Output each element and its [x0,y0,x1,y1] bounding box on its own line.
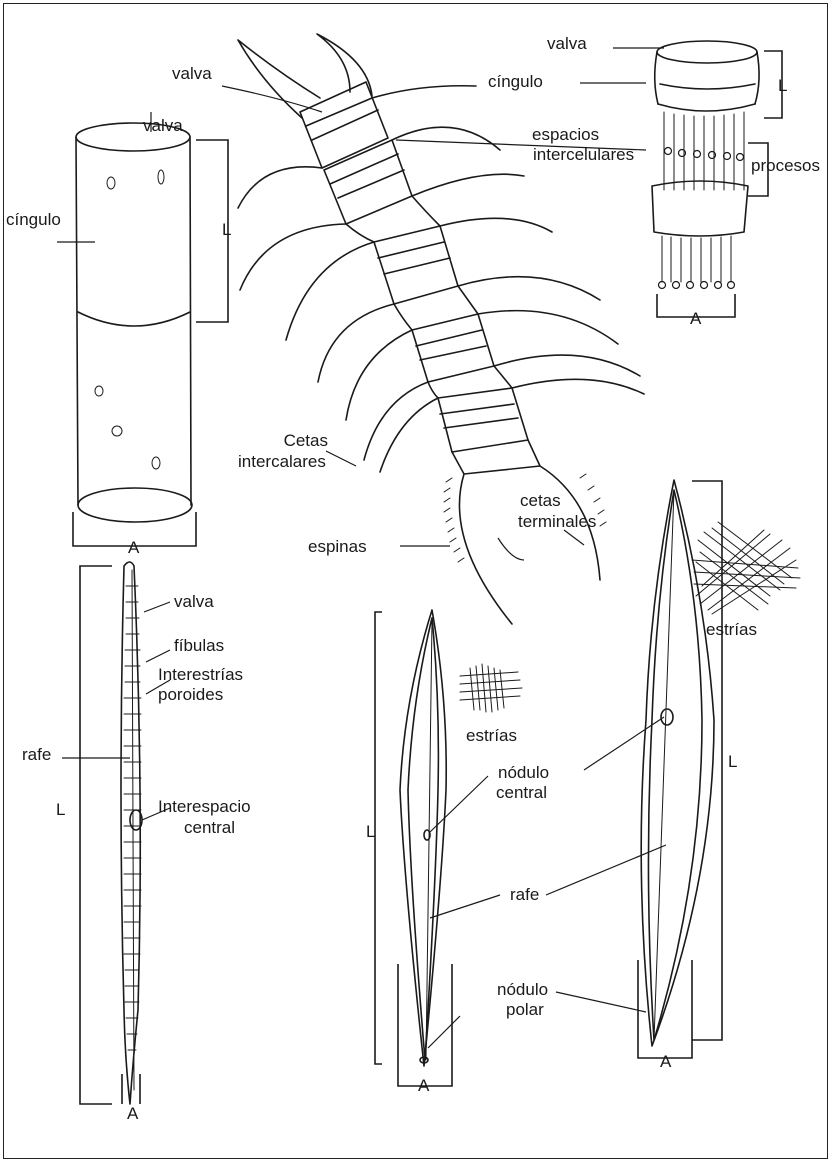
length-e-label: L [366,822,375,841]
middle-navicula-drawing [375,610,522,1086]
length-d-label: L [56,800,65,819]
estrias-e-label: estrías [466,726,517,745]
right-navicula-drawing [546,480,800,1058]
valva-a-label: valva [143,116,183,135]
valva-c-label: valva [547,34,587,53]
cingulo-a-label: cíngulo [6,210,61,229]
espacios-label-1: espacios [532,125,599,144]
espinas-label: espinas [308,537,367,556]
fibulas-label: fíbulas [174,636,224,655]
nodulo-polar-label-2: polar [506,1000,544,1019]
cylinder-cell-drawing [57,123,228,546]
interestrias-label-1: Interestrías [158,665,243,684]
estrias-f-label: estrías [706,620,757,639]
width-a-label: A [128,538,139,557]
length-a-label: L [222,220,231,239]
interestrias-label-2: poroides [158,685,223,704]
long-pennate-drawing [62,562,170,1104]
length-c-label: L [778,76,787,95]
chain-cell-drawing [652,41,782,317]
length-f-label: L [728,752,737,771]
interespacio-label-2: central [184,818,235,837]
cetas-intercalares-label-2: intercalares [238,452,326,471]
width-e-label: A [418,1076,429,1095]
procesos-label: procesos [751,156,820,175]
nodulo-central-label-1: nódulo [498,763,549,782]
width-d-label: A [127,1104,138,1123]
espacios-label-2: intercelulares [533,145,634,164]
nodulo-polar-label-1: nódulo [497,980,548,999]
valva-d-label: valva [174,592,214,611]
interespacio-label-1: Interespacio [158,797,251,816]
rafe-e-label: rafe [510,885,539,904]
cetas-terminales-label-1: cetas [520,491,561,510]
nodulo-central-label-2: central [496,783,547,802]
width-c-label: A [690,309,701,328]
cetas-intercalares-label-1: Cetas [248,431,328,450]
cetas-terminales-label-2: terminales [518,512,596,531]
chain-leaders [396,48,664,150]
width-f-label: A [660,1052,671,1071]
rafe-d-label: rafe [22,745,51,764]
setae-chain-drawing [222,34,644,624]
valva-b-label: valva [172,64,212,83]
cingulo-c-label: cíngulo [488,72,543,91]
